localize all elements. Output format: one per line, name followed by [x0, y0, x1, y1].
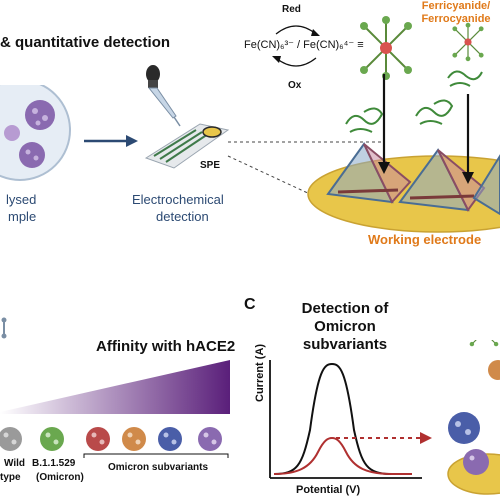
virus-icon	[40, 427, 64, 451]
redox-cycle-arrows	[272, 25, 320, 67]
tetrahedron-icon	[398, 148, 486, 212]
variant-wild-line2: type	[0, 472, 21, 483]
detection-label-line1: Electrochemical	[132, 192, 224, 207]
working-electrode-label: Working electrode	[368, 232, 482, 247]
sample-label-line1: lysed	[6, 192, 37, 207]
virus-icon	[0, 427, 22, 451]
virus-icon	[158, 427, 182, 451]
panel-c-title-line2: Omicron subvariants	[302, 318, 388, 353]
panel-c-letter: C	[244, 296, 256, 313]
curve-high	[273, 362, 412, 475]
ampersand-glyph: &	[0, 34, 15, 51]
probe-label-line2: Ferrocyanide	[421, 13, 491, 25]
probe-label: Ferricyanide/ Ferrocyanide	[412, 0, 500, 26]
panel-c-title-line1: Detection of	[301, 300, 389, 317]
virus-icon	[198, 427, 222, 451]
aptamer-icon	[447, 70, 483, 87]
redox-ox-label: Ox	[288, 80, 302, 91]
arrow-down-head	[462, 172, 474, 184]
process-arrow	[84, 135, 138, 147]
pipette-icon	[146, 65, 181, 127]
probe-label-line1: Ferricyanide/	[421, 0, 491, 12]
redox-equation: Fe(CN)₆³⁻ / Fe(CN)₆⁴⁻ ≡	[244, 39, 364, 51]
panel-c-title: Detection of Omicron subvariants	[270, 300, 420, 354]
virus-icon	[86, 427, 110, 451]
virus-icon	[19, 142, 45, 168]
affinity-title: Affinity with hACE2	[96, 338, 236, 355]
aptamer-icon	[415, 99, 454, 125]
lysed-sample-illustration	[0, 85, 71, 181]
plot-xlabel: Potential (V)	[296, 484, 361, 496]
aptamer-icon	[345, 107, 384, 133]
subvariants-label: Omicron subvariants	[108, 462, 209, 473]
curve-low	[273, 436, 412, 475]
sample-label-line2: mple	[8, 209, 37, 224]
detection-label-line2: detection	[156, 209, 209, 224]
tetrahedron-icon	[472, 154, 500, 216]
arrow-down-head	[378, 162, 390, 174]
virus-icon	[448, 412, 480, 444]
plot-ylabel: Current (A)	[254, 343, 266, 402]
dashed-arrow-head	[420, 432, 432, 444]
spe-illustration	[144, 65, 230, 169]
redox-red-label: Red	[282, 4, 301, 15]
virus-icon	[463, 449, 489, 475]
virus-icon	[122, 427, 146, 451]
tetrahedron-icon	[326, 142, 412, 204]
affinity-gradient-wedge	[0, 360, 230, 414]
virus-icon	[488, 360, 500, 380]
variant-virus-row	[0, 427, 229, 458]
partial-icon	[1, 317, 7, 339]
panel-b-title: & quantitative detection	[0, 34, 171, 51]
voltammogram-plot	[269, 340, 500, 495]
variant-wild-line1: Wild	[4, 458, 26, 469]
subvariant-bracket	[83, 453, 229, 458]
molecule-icon	[452, 22, 484, 62]
virus-icon	[4, 125, 20, 141]
spe-label: SPE	[200, 160, 221, 171]
variant-omicron-line2: (Omicron)	[36, 472, 84, 483]
working-electrode-illustration	[307, 70, 500, 233]
molecule-icon	[469, 340, 499, 347]
variant-omicron-line1: B.1.1.529	[32, 458, 76, 469]
electrode-strip	[144, 123, 230, 169]
virus-icon	[25, 100, 55, 130]
